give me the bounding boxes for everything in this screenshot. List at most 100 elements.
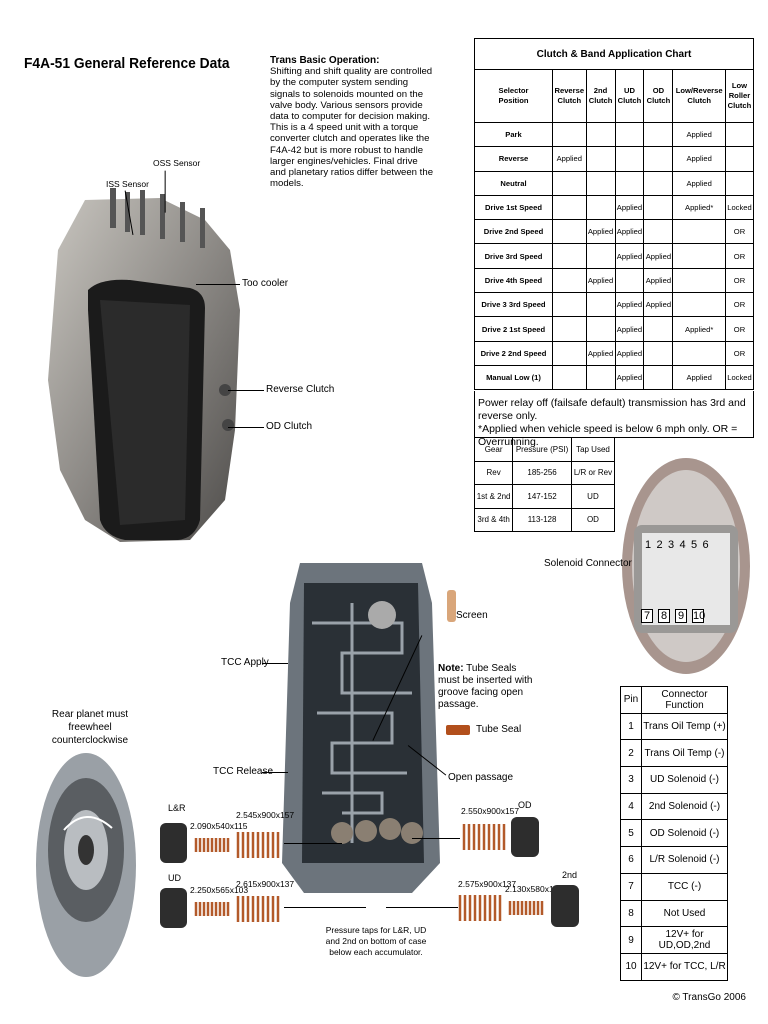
chart-cell	[643, 340, 674, 366]
basic-operation-heading: Trans Basic Operation:	[270, 55, 380, 66]
od-spring	[462, 824, 506, 850]
pressure-cell: Gear	[473, 437, 514, 462]
chart-cell	[552, 316, 587, 342]
tube-seal-part	[446, 725, 470, 735]
connector-pin-number: 3	[667, 539, 675, 551]
chart-cell	[724, 146, 755, 172]
pin-number: Pin	[620, 686, 642, 714]
chart-cell: Applied	[585, 267, 616, 294]
chart-cell	[552, 219, 587, 245]
pressure-cell: 185-256	[512, 460, 572, 485]
chart-cell	[552, 121, 587, 148]
chart-cell	[614, 121, 645, 148]
ud-piston	[160, 888, 187, 928]
lr-label: L&R	[168, 803, 186, 813]
chart-cell	[643, 316, 674, 342]
chart-cell	[672, 267, 726, 294]
second-spring-1-spec: 2.575x900x137	[458, 879, 517, 889]
basic-operation-text: Shifting and shift quality are controlle…	[270, 66, 434, 190]
open-passage-label: Open passage	[448, 772, 514, 783]
od-leader-line	[412, 838, 460, 840]
chart-cell: OR	[724, 316, 755, 342]
od-label: OD	[518, 800, 532, 810]
pin-number: 4	[620, 792, 642, 821]
pin-function: Trans Oil Temp (-)	[641, 739, 728, 768]
lr-spring-2-spec: 2.545x900x157	[236, 810, 295, 820]
second-leader-line	[386, 907, 458, 909]
connector-pin-number: 7	[641, 609, 653, 623]
chart-cell	[585, 170, 616, 196]
iss-sensor-label: ISS Sensor	[106, 179, 149, 189]
chart-row-label: Drive 4th Speed	[474, 267, 553, 294]
chart-title: Clutch & Band Application Chart	[474, 38, 754, 70]
chart-row-label: Drive 3 3rd Speed	[474, 292, 553, 318]
chart-row-label: Drive 2nd Speed	[474, 219, 553, 245]
od-clutch-leader-line	[228, 427, 264, 429]
chart-cell: Applied	[552, 146, 587, 172]
tcc-release-leader-line	[262, 772, 288, 774]
chart-cell	[552, 243, 587, 269]
pin-function: UD Solenoid (-)	[641, 766, 728, 794]
chart-cell	[672, 243, 726, 269]
pin-function: Trans Oil Temp (+)	[641, 712, 728, 741]
pin-number: 7	[620, 872, 642, 901]
chart-col-header: Reverse Clutch	[552, 69, 587, 123]
chart-cell: Locked	[724, 194, 755, 221]
connector-pin-number: 4	[679, 539, 686, 551]
pin-function: 2nd Solenoid (-)	[641, 792, 728, 821]
chart-cell: Applied	[585, 219, 616, 245]
chart-row-label: Drive 1st Speed	[474, 194, 553, 221]
pin-number: 9	[620, 926, 642, 954]
chart-cell	[585, 243, 616, 269]
pressure-cell: 1st & 2nd	[473, 484, 514, 509]
chart-cell: Applied	[614, 219, 645, 245]
clutch-band-chart: Clutch & Band Application Chart Selector…	[474, 38, 755, 391]
chart-cell	[643, 170, 674, 196]
lr-leader-line	[284, 843, 342, 845]
chart-row-label: Drive 3rd Speed	[474, 243, 553, 269]
chart-cell: Applied	[672, 146, 726, 172]
pressure-cell: 113-128	[512, 507, 572, 532]
od-clutch-label: OD Clutch	[266, 421, 313, 432]
pressure-cell: Rev	[473, 460, 514, 485]
pressure-taps-note: Pressure taps for L&R, UD and 2nd on bot…	[325, 925, 427, 957]
chart-cell	[585, 194, 616, 221]
chart-cell	[585, 292, 616, 318]
chart-cell	[724, 170, 755, 196]
od-piston	[511, 817, 539, 857]
ud-leader-line	[284, 907, 366, 909]
chart-cell	[552, 364, 587, 391]
chart-cell: Applied	[643, 292, 674, 318]
lr-springs	[194, 832, 280, 858]
note-bold: Note:	[438, 663, 464, 674]
chart-cell	[585, 316, 616, 342]
chart-cell: Applied	[614, 243, 645, 269]
pin-function: Connector Function	[641, 686, 728, 714]
chart-cell: Applied	[614, 316, 645, 342]
rear-planet-photo	[36, 753, 136, 977]
pin-number: 10	[620, 952, 642, 981]
solenoid-connector-photo	[622, 458, 750, 674]
chart-cell	[614, 267, 645, 294]
chart-cell: Applied	[614, 292, 645, 318]
screen-part	[447, 590, 456, 622]
chart-row-label: Park	[474, 121, 553, 148]
reverse-clutch-leader-line	[228, 390, 264, 392]
pressure-cell: OD	[570, 507, 616, 532]
chart-col-header: 2nd Clutch	[585, 69, 616, 123]
second-piston	[551, 885, 579, 927]
reverse-clutch-label: Reverse Clutch	[266, 384, 335, 395]
lr-piston	[160, 823, 187, 863]
chart-cell	[585, 364, 616, 391]
